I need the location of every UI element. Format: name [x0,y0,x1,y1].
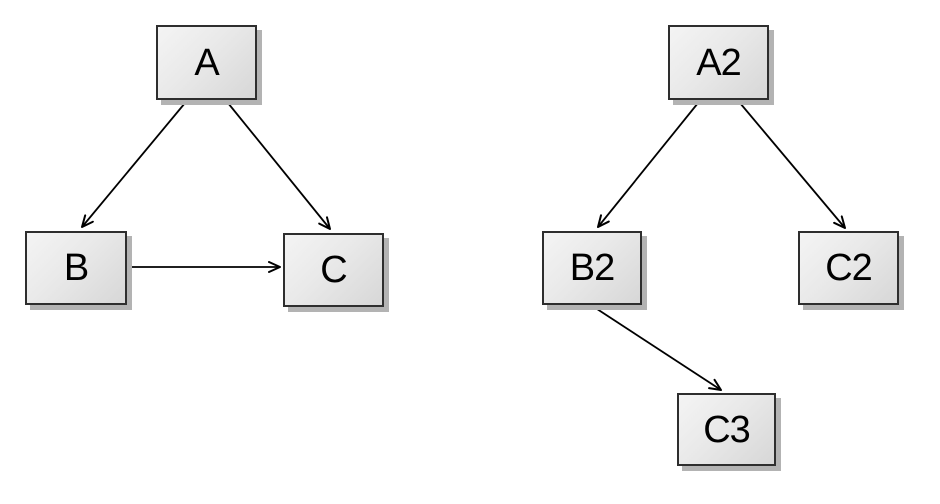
edge-a-c [227,102,331,230]
edge-b2-c3 [593,306,722,391]
node-b2-label: B2 [569,247,615,289]
edge-a2-b2 [597,102,699,228]
node-b-label: B [63,247,89,289]
node-a2: A2 [668,25,769,100]
node-c2: C2 [798,231,899,305]
node-c-label: C [320,249,347,291]
node-a: A [156,25,257,100]
node-c: C [283,233,384,307]
node-a-label: A [194,41,219,84]
node-c3: C3 [677,393,776,466]
edge-a-b [81,102,186,228]
node-b2: B2 [542,231,642,305]
node-c3-label: C3 [703,408,751,451]
node-b: B [25,231,127,305]
edge-a2-c2 [739,102,846,229]
node-a2-label: A2 [696,41,741,84]
node-c2-label: C2 [825,247,873,289]
